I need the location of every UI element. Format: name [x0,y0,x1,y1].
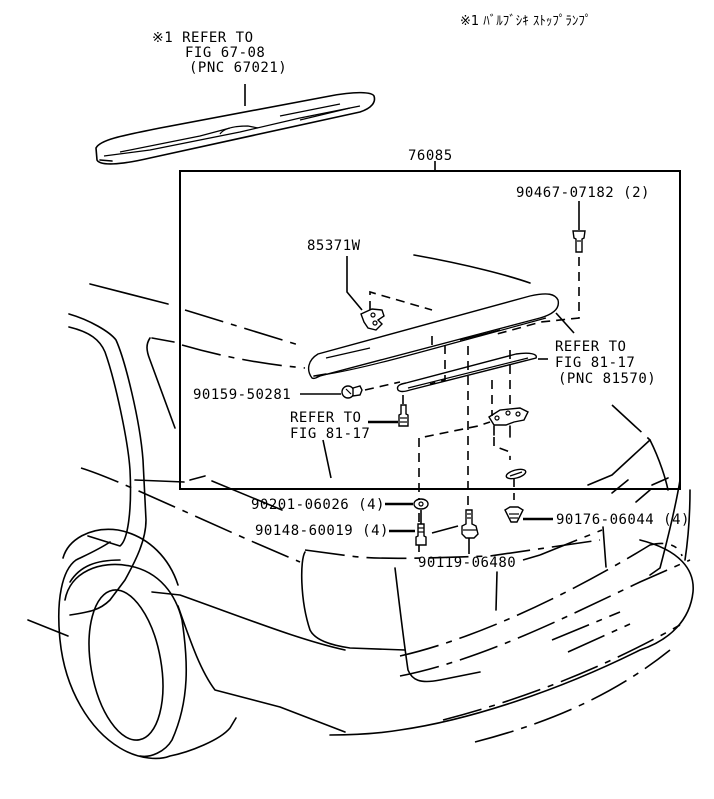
bolt-icon[interactable] [398,404,409,427]
svg-text:(PNC 67021): (PNC 67021) [189,60,287,76]
svg-text:REFER TO: REFER TO [290,410,361,426]
svg-text:FIG 81-17: FIG 81-17 [555,355,635,371]
screw-top-dash [496,257,580,335]
stud-label-tail-dash [539,529,603,556]
assembly-callout-box [179,170,681,490]
spoiler-part-label[interactable]: 85371W [307,238,361,254]
washer-label[interactable]: 90201-06026 (4) [251,497,385,513]
svg-text:(PNC 81570): (PNC 81570) [558,371,656,387]
lamp-ref-label[interactable]: ※1 REFER TO FIG 67-08 (PNC 67021) [152,30,287,76]
grommet-label[interactable]: 90159-50281 [193,387,291,403]
grommet-icon[interactable] [341,385,363,399]
svg-text:FIG 67-08: FIG 67-08 [185,45,265,61]
nut-icon[interactable] [504,506,524,523]
clip-icon[interactable] [505,468,527,481]
spoiler-bracket[interactable] [360,308,385,331]
high-mount-stop-lamp[interactable] [95,91,376,165]
spoiler-right-leader [555,312,575,334]
svg-text:REFER TO: REFER TO [555,339,626,355]
refer-fig-right-label[interactable]: REFER TO FIG 81-17 (PNC 81570) [555,339,656,387]
svg-text:FIG 81-17: FIG 81-17 [290,426,370,442]
rear-spoiler[interactable] [307,293,560,380]
bracket-dash [369,290,433,311]
nut-label[interactable]: 90176-06044 (4) [556,512,690,528]
stud-label-tail [522,554,541,561]
title-note: ※1 ﾊﾞﾙﾌﾞｼｷ ｽﾄｯﾌﾟﾗﾝﾌﾟ [460,14,591,29]
stud-icon[interactable] [461,509,479,539]
vehicle-body-outline [27,254,694,760]
bolt-icon[interactable] [415,523,427,546]
washer-icon[interactable] [413,498,429,510]
screw-icon[interactable] [572,230,586,253]
spoiler-leader [346,256,363,311]
hinge-bracket[interactable] [488,407,529,438]
screw-top-label[interactable]: 90467-07182 (2) [516,185,650,201]
refer-fig-left-label[interactable]: REFER TO FIG 81-17 [290,410,370,442]
svg-text:※1 REFER TO: ※1 REFER TO [152,30,254,46]
grommet-dash [364,381,401,391]
stud-label[interactable]: 90119-06480 [418,555,516,571]
hinge-dash [493,437,511,460]
washer-dash [418,421,491,552]
bolt-stud-link [431,525,459,534]
assembly-part-number[interactable]: 76085 [408,148,453,164]
refer-fig-left-tail [322,439,332,479]
spoiler-seal-strip[interactable] [396,352,537,393]
bolt-label[interactable]: 90148-60019 (4) [255,523,389,539]
spoiler-inner-dash-2 [429,345,446,385]
